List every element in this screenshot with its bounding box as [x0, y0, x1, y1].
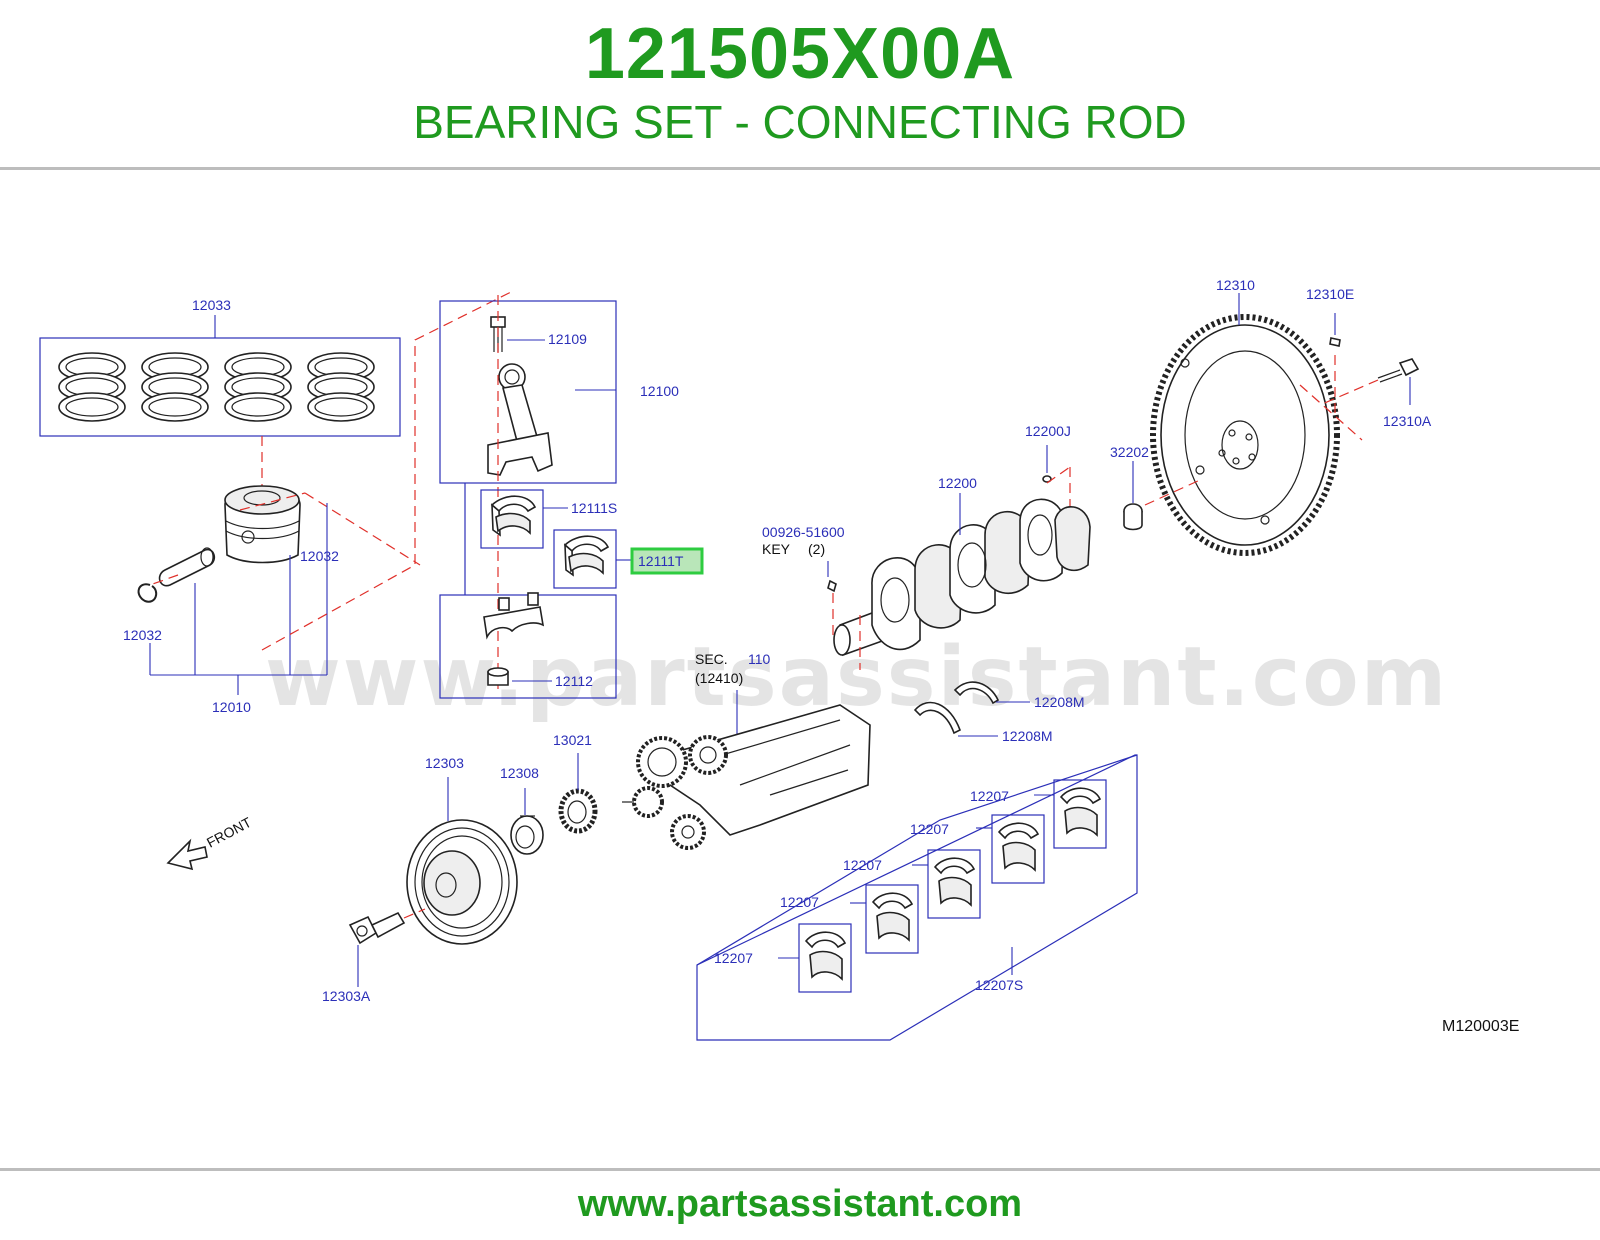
bearing-lower-12111T[interactable] — [563, 535, 610, 577]
piston-pin-clip[interactable] — [137, 583, 158, 603]
key-quantity: (2) — [808, 541, 825, 557]
main-bearing-2[interactable] — [865, 884, 919, 954]
callout-12109[interactable]: 12109 — [548, 331, 587, 347]
callout-12033[interactable]: 12033 — [192, 297, 231, 313]
front-label: FRONT — [204, 814, 254, 851]
connecting-rod[interactable] — [487, 363, 553, 476]
page-subtitle: BEARING SET - CONNECTING ROD — [413, 96, 1187, 148]
callout-12207-2[interactable]: 12207 — [780, 894, 819, 910]
callout-12111T[interactable]: 12111T — [638, 553, 684, 569]
main-bearing-set-box — [696, 754, 1138, 1041]
crank-sprocket-13021[interactable] — [558, 788, 598, 834]
callout-12207-3[interactable]: 12207 — [843, 857, 882, 873]
connecting-rod-cap[interactable] — [483, 592, 545, 640]
balancer-oil-pump-assembly[interactable] — [622, 704, 871, 850]
callout-12208M-lower[interactable]: 12208M — [1002, 728, 1053, 744]
header-divider — [0, 167, 1600, 170]
callout-12032-piston[interactable]: 12032 — [300, 548, 339, 564]
main-bearing-1[interactable] — [798, 923, 852, 993]
page-title: 121505X00A — [584, 14, 1016, 94]
connecting-rod-nut[interactable] — [487, 667, 509, 686]
front-arrow-icon — [166, 838, 208, 871]
callout-12310[interactable]: 12310 — [1216, 277, 1255, 293]
piston[interactable] — [224, 485, 301, 564]
callout-12100[interactable]: 12100 — [640, 383, 679, 399]
callout-12200J[interactable]: 12200J — [1025, 423, 1071, 439]
callout-00926-51600[interactable]: 00926-51600 — [762, 524, 845, 540]
bearing-12111T-box — [553, 529, 617, 589]
callout-12112[interactable]: 12112 — [555, 673, 593, 689]
callout-12010[interactable]: 12010 — [212, 699, 251, 715]
piston-rings-group[interactable] — [58, 352, 375, 422]
thrust-washer-lower[interactable] — [913, 701, 961, 735]
spacer-12308[interactable] — [510, 815, 544, 855]
callout-12303A[interactable]: 12303A — [322, 988, 371, 1004]
sec-number-link[interactable]: 110 — [748, 651, 771, 667]
flywheel-dowel-12310E[interactable] — [1329, 337, 1341, 347]
callout-12207-5[interactable]: 12207 — [970, 788, 1009, 804]
footer-url-link[interactable]: www.partsassistant.com — [577, 1183, 1023, 1225]
callout-12111S[interactable]: 12111S — [571, 500, 617, 516]
bearing-12111S-box — [480, 489, 544, 549]
crank-pulley-12303[interactable] — [406, 819, 518, 945]
callout-12308[interactable]: 12308 — [500, 765, 539, 781]
flywheel-bolt-12310A[interactable] — [1377, 358, 1420, 383]
main-bearing-4[interactable] — [991, 814, 1045, 884]
main-bearing-3[interactable] — [927, 849, 981, 919]
callout-12207S[interactable]: 12207S — [975, 977, 1023, 993]
parts-diagram: www.partsassistant.com 12033 — [39, 277, 1519, 1041]
flywheel[interactable] — [1150, 314, 1340, 556]
crankshaft[interactable] — [833, 498, 1091, 657]
bearing-upper-12111S[interactable] — [490, 495, 537, 537]
callout-12207-1[interactable]: 12207 — [714, 950, 753, 966]
callout-12032-clip[interactable]: 12032 — [123, 627, 162, 643]
woodruff-key[interactable] — [827, 579, 837, 593]
sec-label: SEC. — [695, 651, 728, 667]
callout-12303[interactable]: 12303 — [425, 755, 464, 771]
highlight-12111T — [630, 547, 704, 575]
footer-divider — [0, 1168, 1600, 1171]
callout-12200[interactable]: 12200 — [938, 475, 977, 491]
callout-12310A[interactable]: 12310A — [1383, 413, 1432, 429]
main-bearing-5[interactable] — [1053, 779, 1107, 849]
crank-dowel-12200J[interactable] — [1042, 475, 1052, 483]
crank-pulley-bolt-12303A[interactable] — [348, 911, 406, 945]
callout-12208M-upper[interactable]: 12208M — [1034, 694, 1085, 710]
key-label: KEY — [762, 541, 791, 557]
pilot-bushing-32202[interactable] — [1123, 503, 1143, 531]
piston-ring-box — [39, 337, 401, 437]
callout-12310E[interactable]: 12310E — [1306, 286, 1354, 302]
diagram-code: M120003E — [1442, 1018, 1519, 1035]
callout-32202[interactable]: 32202 — [1110, 444, 1149, 460]
callout-13021[interactable]: 13021 — [553, 732, 592, 748]
sec-reference: (12410) — [695, 670, 743, 686]
piston-pin[interactable] — [158, 547, 216, 587]
callout-12207-4[interactable]: 12207 — [910, 821, 949, 837]
thrust-washer-upper[interactable] — [953, 681, 1000, 705]
conrod-box — [439, 300, 617, 484]
